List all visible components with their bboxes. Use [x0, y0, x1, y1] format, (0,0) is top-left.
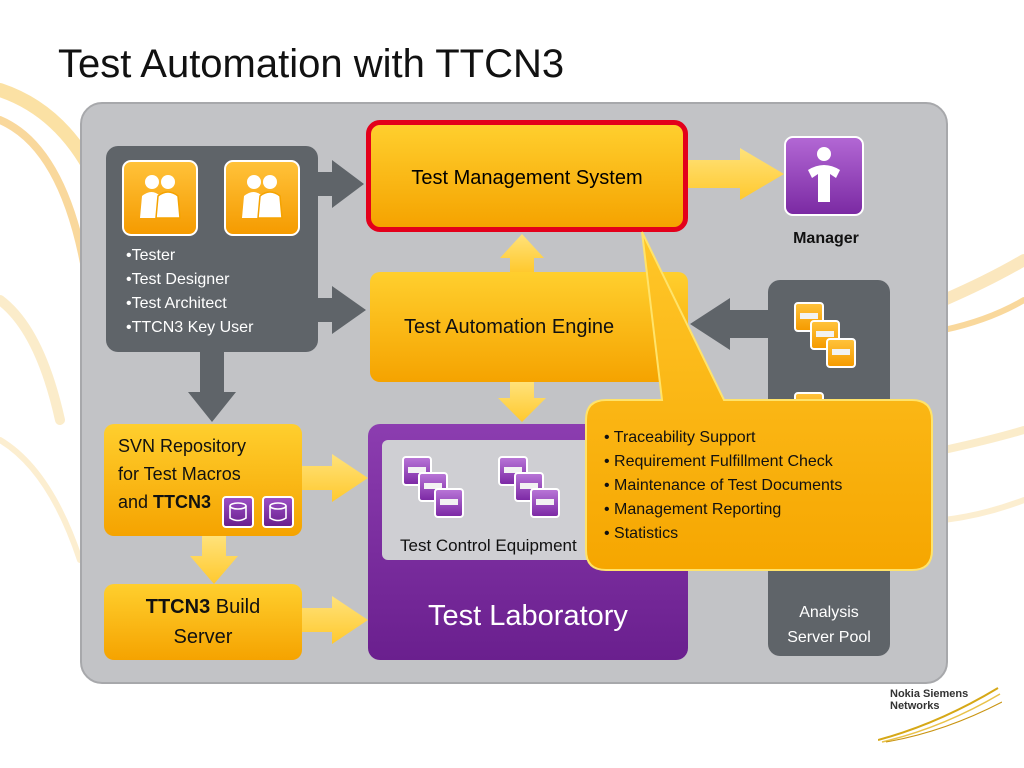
analysis-line-1: Analysis: [799, 604, 859, 621]
test-management-system-box: Test Management System: [366, 120, 688, 232]
svn-line-1: SVN Repository: [118, 436, 247, 456]
roles-list: •Tester •Test Designer •Test Architect •…: [126, 244, 253, 340]
svn-line-3-prefix: and: [118, 492, 154, 512]
callout-item: Requirement Fulfillment Check: [604, 450, 842, 474]
role-item: •TTCN3 Key User: [126, 319, 254, 336]
role-item: •Test Architect: [126, 295, 227, 312]
callout-item: Management Reporting: [604, 498, 842, 522]
test-automation-engine-box: Test Automation Engine: [370, 272, 688, 382]
analysis-line-2: Server Pool: [787, 629, 871, 646]
database-icon: [262, 496, 294, 528]
role-item: •Test Designer: [126, 271, 230, 288]
database-icon: [222, 496, 254, 528]
build-rest: Build: [210, 596, 261, 618]
analysis-pool-label: Analysis Server Pool: [768, 600, 890, 650]
manager-label: Manager: [793, 230, 859, 247]
logo-line-2: Networks: [890, 700, 940, 712]
callout-item: Statistics: [604, 522, 842, 546]
tae-label: Test Automation Engine: [404, 316, 615, 338]
role-item: •Tester: [126, 247, 176, 264]
test-control-equipment-label: Test Control Equipment: [400, 536, 577, 555]
build-bold: TTCN3: [145, 596, 211, 618]
analysis-server-icon: [794, 392, 824, 422]
svn-repository-box: SVN Repository for Test Macros and TTCN3: [104, 424, 302, 536]
build-line-1: TTCN3 Build: [104, 596, 302, 619]
build-line-2: Server: [173, 626, 233, 648]
svn-line-3: and TTCN3: [118, 492, 211, 513]
test-laboratory-label: Test Laboratory: [428, 600, 628, 632]
callout-list: Traceability Support Requirement Fulfill…: [604, 426, 843, 546]
server-icon: [530, 488, 560, 518]
logo-swirl-icon: [878, 687, 1002, 743]
logo-line-1: Nokia Siemens: [890, 688, 969, 700]
callout-item: Traceability Support: [604, 426, 842, 450]
designer-avatar-icon: [224, 160, 300, 236]
company-logo: Nokia Siemens Networks: [890, 688, 968, 712]
callout-item: Maintenance of Test Documents: [604, 474, 842, 498]
slide-title: Test Automation with TTCN3: [58, 42, 565, 86]
tester-avatar-icon: [122, 160, 198, 236]
manager-icon: [784, 136, 864, 216]
svn-line-2: for Test Macros: [118, 464, 241, 484]
svn-line-3-bold: TTCN3: [153, 492, 212, 512]
build-server-box: TTCN3 Build Server: [104, 584, 302, 660]
tms-label: Test Management System: [411, 167, 643, 189]
server-icon: [434, 488, 464, 518]
analysis-server-icon: [826, 338, 856, 368]
